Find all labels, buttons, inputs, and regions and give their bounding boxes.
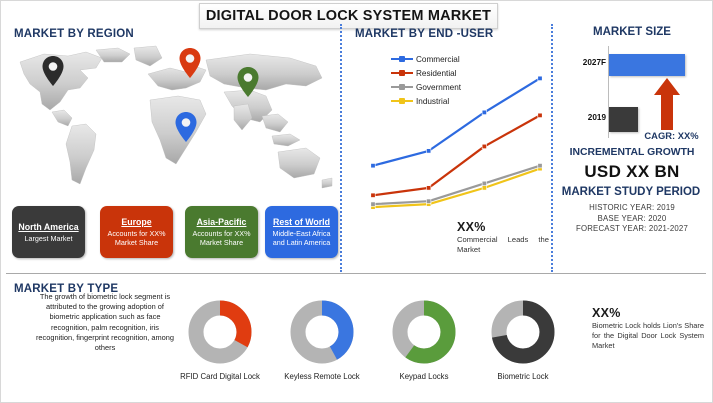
legend-item-industrial: Industrial	[391, 94, 461, 108]
study-period-base-year: BASE YEAR: 2020	[597, 213, 667, 223]
donut-label-keypad-locks: Keypad Locks	[399, 372, 449, 381]
region-box-europe[interactable]: Europe Accounts for XX% Market Share	[100, 206, 173, 258]
end-user-note-text: Commercial Leads the Market	[457, 235, 549, 254]
end-user-line-chart	[370, 75, 543, 210]
study-period-list: HISTORIC YEAR: 2019 BASE YEAR: 2020 FORE…	[556, 203, 708, 235]
donut-label-biometric-lock: Biometric Lock	[497, 372, 549, 381]
donut-chart-biometric-lock	[489, 298, 557, 366]
donut-chart-keyless-remote-lock	[288, 298, 356, 366]
donut-label-rfid-card-digital-lock: RFID Card Digital Lock	[180, 372, 260, 381]
market-by-type-description: The growth of biometric lock segment is …	[35, 292, 175, 353]
world-map-svg	[19, 45, 333, 189]
market-size-bar-2019	[609, 107, 638, 132]
pin-asia-pacific	[237, 67, 259, 97]
market-by-type-note: XX% Biometric Lock holds Lion's Share fo…	[592, 306, 704, 351]
market-size-axis	[608, 46, 609, 138]
region-box-subtitle: Accounts for XX% Market Share	[107, 229, 166, 247]
divider-vertical-right	[551, 24, 553, 272]
legend-item-government: Government	[391, 80, 461, 94]
incremental-growth-value: USD XX BN	[584, 162, 680, 181]
divider-vertical-left	[340, 24, 342, 272]
study-period-forecast-year: FORECAST YEAR: 2021-2027	[576, 224, 688, 233]
region-box-title: Europe	[121, 217, 152, 227]
market-size-label-2019: 2019	[587, 113, 606, 122]
section-title-market-by-region: MARKET BY REGION	[14, 28, 134, 40]
page-title: DIGITAL DOOR LOCK SYSTEM MARKET	[199, 3, 498, 29]
section-title-market-size: MARKET SIZE	[593, 26, 671, 38]
market-by-type-note-text: Biometric Lock holds Lion's Share for th…	[592, 321, 704, 350]
section-title-market-study-period: MARKET STUDY PERIOD	[561, 186, 701, 198]
legend-marker-residential	[391, 68, 413, 78]
market-by-type-note-value: XX%	[592, 306, 621, 320]
end-user-chart-panel: Commercial Residential Government Indust…	[345, 24, 550, 269]
pin-rest-of-world	[175, 112, 197, 142]
legend-label: Commercial	[416, 54, 460, 64]
region-box-asia-pacific[interactable]: Asia-Pacific Accounts for XX% Market Sha…	[185, 206, 258, 258]
section-title-market-by-type: MARKET BY TYPE	[14, 283, 119, 295]
legend-label: Residential	[416, 68, 457, 78]
region-box-title: Rest of World	[272, 217, 331, 227]
world-map	[10, 44, 335, 199]
donut-chart-keypad-locks	[390, 298, 458, 366]
legend-item-commercial: Commercial	[391, 52, 461, 66]
pin-north-america	[42, 56, 64, 86]
region-box-north-america[interactable]: North America Largest Market	[12, 206, 85, 258]
market-size-label-2027: 2027F	[582, 58, 606, 67]
study-period-historic-year: HISTORIC YEAR: 2019	[589, 203, 675, 212]
market-size-bar-2027	[609, 54, 685, 76]
legend-label: Industrial	[416, 96, 450, 106]
cagr-label: CAGR: XX%	[644, 130, 699, 141]
growth-arrow-icon	[654, 78, 680, 130]
end-user-note: XX% Commercial Leads the Market	[457, 220, 549, 255]
region-box-subtitle: Accounts for XX% Market Share	[192, 229, 251, 247]
page-title-text: DIGITAL DOOR LOCK SYSTEM MARKET	[205, 8, 492, 24]
legend-label: Government	[416, 82, 462, 92]
pin-europe	[179, 48, 201, 78]
legend-item-residential: Residential	[391, 66, 461, 80]
region-box-subtitle: Largest Market	[24, 233, 73, 243]
donut-label-keyless-remote-lock: Keyless Remote Lock	[284, 372, 360, 381]
legend-marker-government	[391, 82, 413, 92]
chart-legend: Commercial Residential Government Indust…	[391, 52, 461, 108]
legend-marker-industrial	[391, 96, 413, 106]
market-size-panel: MARKET SIZE 2027F 2019 CAGR: XX%	[556, 24, 708, 144]
donut-chart-rfid-card-digital-lock	[186, 298, 254, 366]
region-box-subtitle: Middle-East Africa and Latin America	[272, 229, 331, 247]
legend-marker-commercial	[391, 54, 413, 64]
region-box-title: Asia-Pacific	[196, 217, 247, 227]
region-box-rest-of-world[interactable]: Rest of World Middle-East Africa and Lat…	[265, 206, 338, 258]
end-user-note-value: XX%	[457, 220, 486, 234]
region-box-title: North America	[18, 221, 79, 232]
section-title-incremental-growth: INCREMENTAL GROWTH	[569, 147, 695, 158]
section-title-market-by-end-user: MARKET BY END -USER	[355, 28, 494, 40]
divider-horizontal	[6, 273, 706, 274]
